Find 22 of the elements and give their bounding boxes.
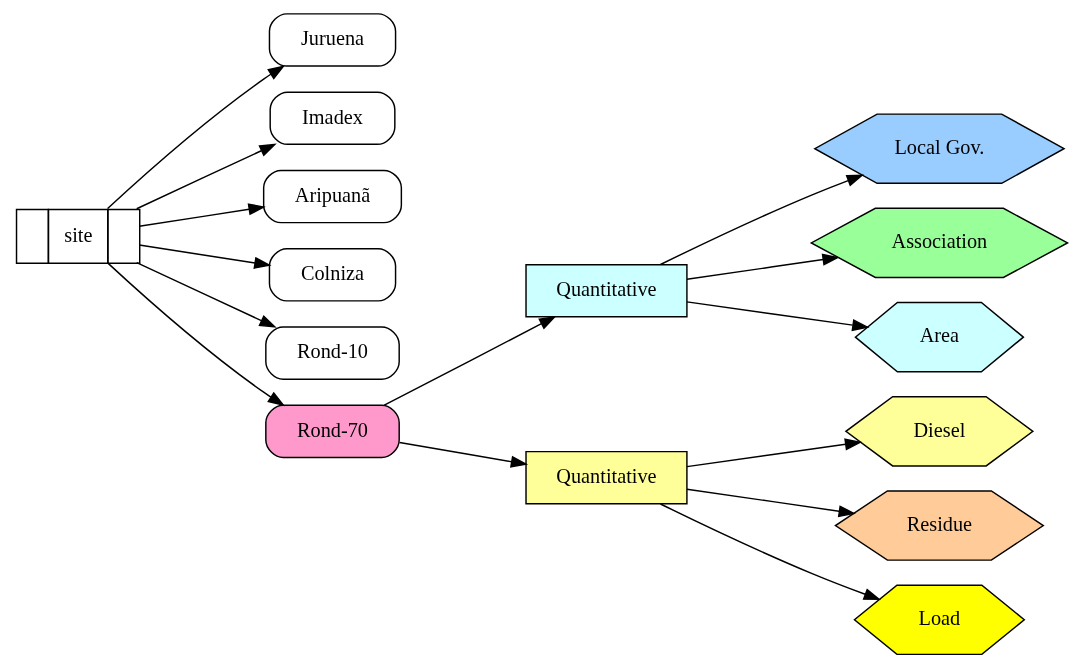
arrow [106,65,286,210]
arrow [398,441,529,468]
arrow [659,174,865,266]
node-box: Imadex [269,91,396,146]
arrow [136,261,277,328]
arrow [383,315,557,406]
node-box: Rond-10 [265,326,400,380]
arrow [686,301,870,332]
arrow [686,488,856,518]
arrow [686,438,863,468]
arrow [138,203,266,227]
node-box: Aripuanã [262,169,403,224]
node-box: Rond-70 [265,404,400,459]
node-box: Quantitative [525,450,688,505]
arrow [686,253,840,281]
node-box: Colniza [268,248,397,302]
arrow [106,262,286,407]
arrow [136,143,277,210]
arrow [659,503,882,601]
node-box: Quantitative [525,263,688,318]
arrow [138,244,272,269]
node-box: Juruena [268,13,397,67]
